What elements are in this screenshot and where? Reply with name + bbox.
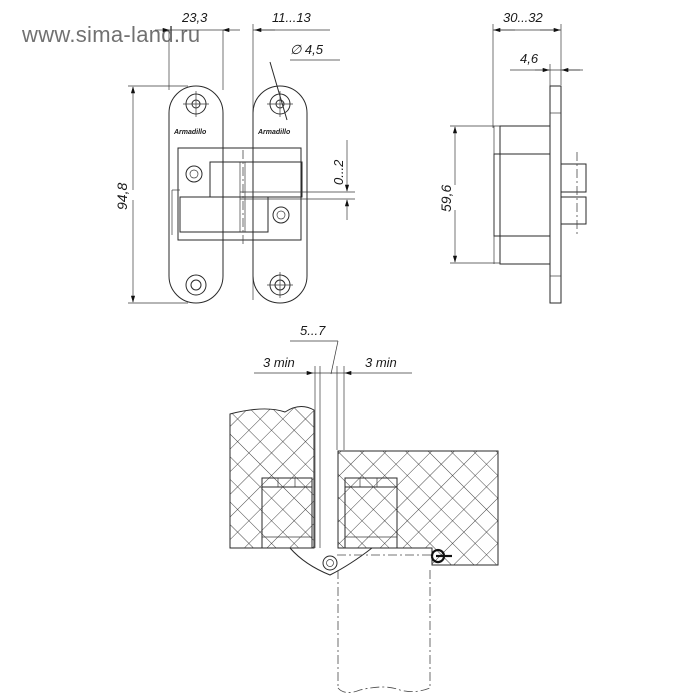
side-view: 30...32 4,6 59,6 — [438, 10, 587, 304]
dim-gap-label: 5...7 — [300, 323, 326, 338]
install-view: 5...7 3 min 3 min — [229, 323, 499, 693]
dim-min-left-label: 3 min — [263, 355, 295, 370]
brand-label-left: Armadillo — [173, 129, 207, 136]
dim-min-right-label: 3 min — [365, 355, 397, 370]
dim-offset-label: 11...13 — [272, 10, 312, 25]
dim-hole-label: ∅ 4,5 — [290, 42, 324, 57]
brand-label-right: Armadillo — [257, 129, 291, 136]
watermark: www.sima-land.ru — [22, 22, 201, 47]
dim-body-label: 59,6 — [438, 185, 454, 212]
dim-height-label: 94,8 — [114, 183, 130, 210]
dim-width-label: 23,3 — [181, 10, 208, 25]
dim-depth-label: 30...32 — [503, 10, 544, 25]
front-view: 23,3 11...13 ∅ 4,5 94,8 Armadillo — [114, 10, 355, 304]
dim-adjust-label: 0...2 — [331, 159, 346, 185]
dim-plate-label: 4,6 — [520, 51, 539, 66]
